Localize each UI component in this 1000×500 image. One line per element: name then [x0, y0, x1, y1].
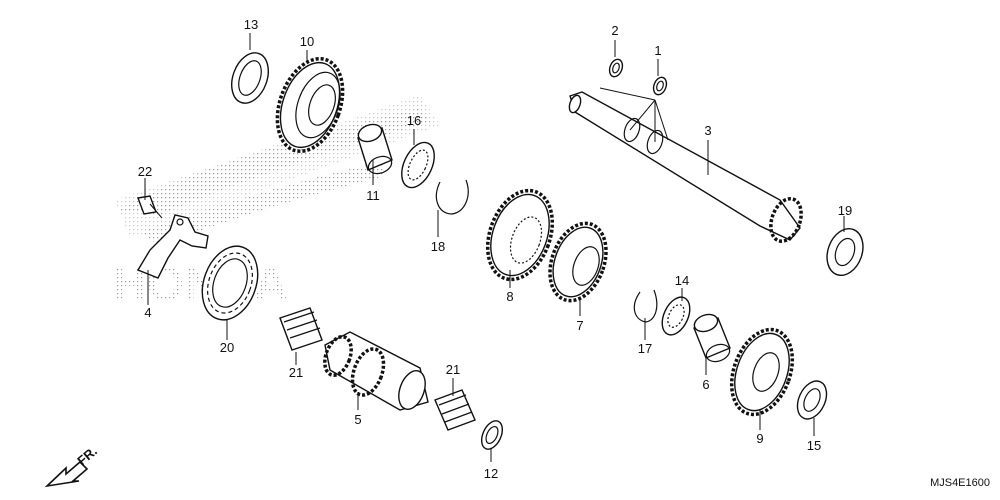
callout-3: 3 — [704, 123, 711, 138]
bushing-6 — [693, 313, 731, 363]
diagram-code: MJS4E1600 — [930, 477, 990, 489]
splined-washer-16 — [401, 141, 435, 189]
callout-18: 18 — [431, 239, 445, 254]
countershaft-5 — [323, 331, 429, 411]
callout-13: 13 — [244, 17, 258, 32]
callout-21-lower: 21 — [446, 362, 460, 377]
callout-21-upper: 21 — [289, 365, 303, 380]
callout-4: 4 — [144, 305, 151, 320]
callout-1: 1 — [654, 43, 661, 58]
callout-5: 5 — [354, 412, 361, 427]
callout-7: 7 — [576, 318, 583, 333]
splined-washer-14 — [661, 296, 691, 336]
bearing-19 — [826, 228, 864, 276]
leader-lines — [144, 33, 845, 462]
part-callouts: 13 10 2 1 3 19 16 11 18 22 4 20 21 5 21 … — [138, 17, 852, 481]
gear-9 — [729, 327, 795, 417]
honda-wing-logo: HONDA — [112, 95, 440, 311]
splined-washer-12 — [480, 420, 504, 450]
bearing-1 — [652, 76, 668, 96]
callout-19: 19 — [838, 203, 852, 218]
callout-17: 17 — [638, 341, 652, 356]
gear-8 — [485, 188, 555, 282]
callout-8: 8 — [506, 289, 513, 304]
circlip-17 — [633, 289, 658, 323]
bolt-22 — [137, 195, 163, 219]
gear-7 — [548, 221, 608, 303]
ball-bearing-20 — [201, 245, 259, 321]
needle-bearing-21b — [434, 389, 476, 431]
circlip-18 — [435, 179, 469, 215]
bushing-11 — [357, 123, 393, 175]
callout-20: 20 — [220, 340, 234, 355]
callout-2: 2 — [611, 23, 618, 38]
washer-13 — [231, 52, 269, 104]
bearing-2 — [608, 58, 624, 78]
callout-16: 16 — [407, 113, 421, 128]
callout-6: 6 — [702, 377, 709, 392]
callout-9: 9 — [756, 431, 763, 446]
callout-15: 15 — [807, 438, 821, 453]
callout-12: 12 — [484, 466, 498, 481]
callout-14: 14 — [675, 273, 689, 288]
bearing-holder-4 — [136, 214, 209, 279]
callout-22: 22 — [138, 164, 152, 179]
honda-watermark-text: HONDA — [112, 258, 288, 311]
washer-15 — [796, 380, 828, 420]
callout-11: 11 — [366, 188, 380, 203]
mainshaft-3 — [568, 91, 803, 243]
callout-10: 10 — [300, 34, 314, 49]
front-direction-arrow-icon: FR. — [44, 443, 100, 488]
needle-bearing-21a — [279, 307, 323, 351]
gear-10 — [275, 56, 345, 154]
